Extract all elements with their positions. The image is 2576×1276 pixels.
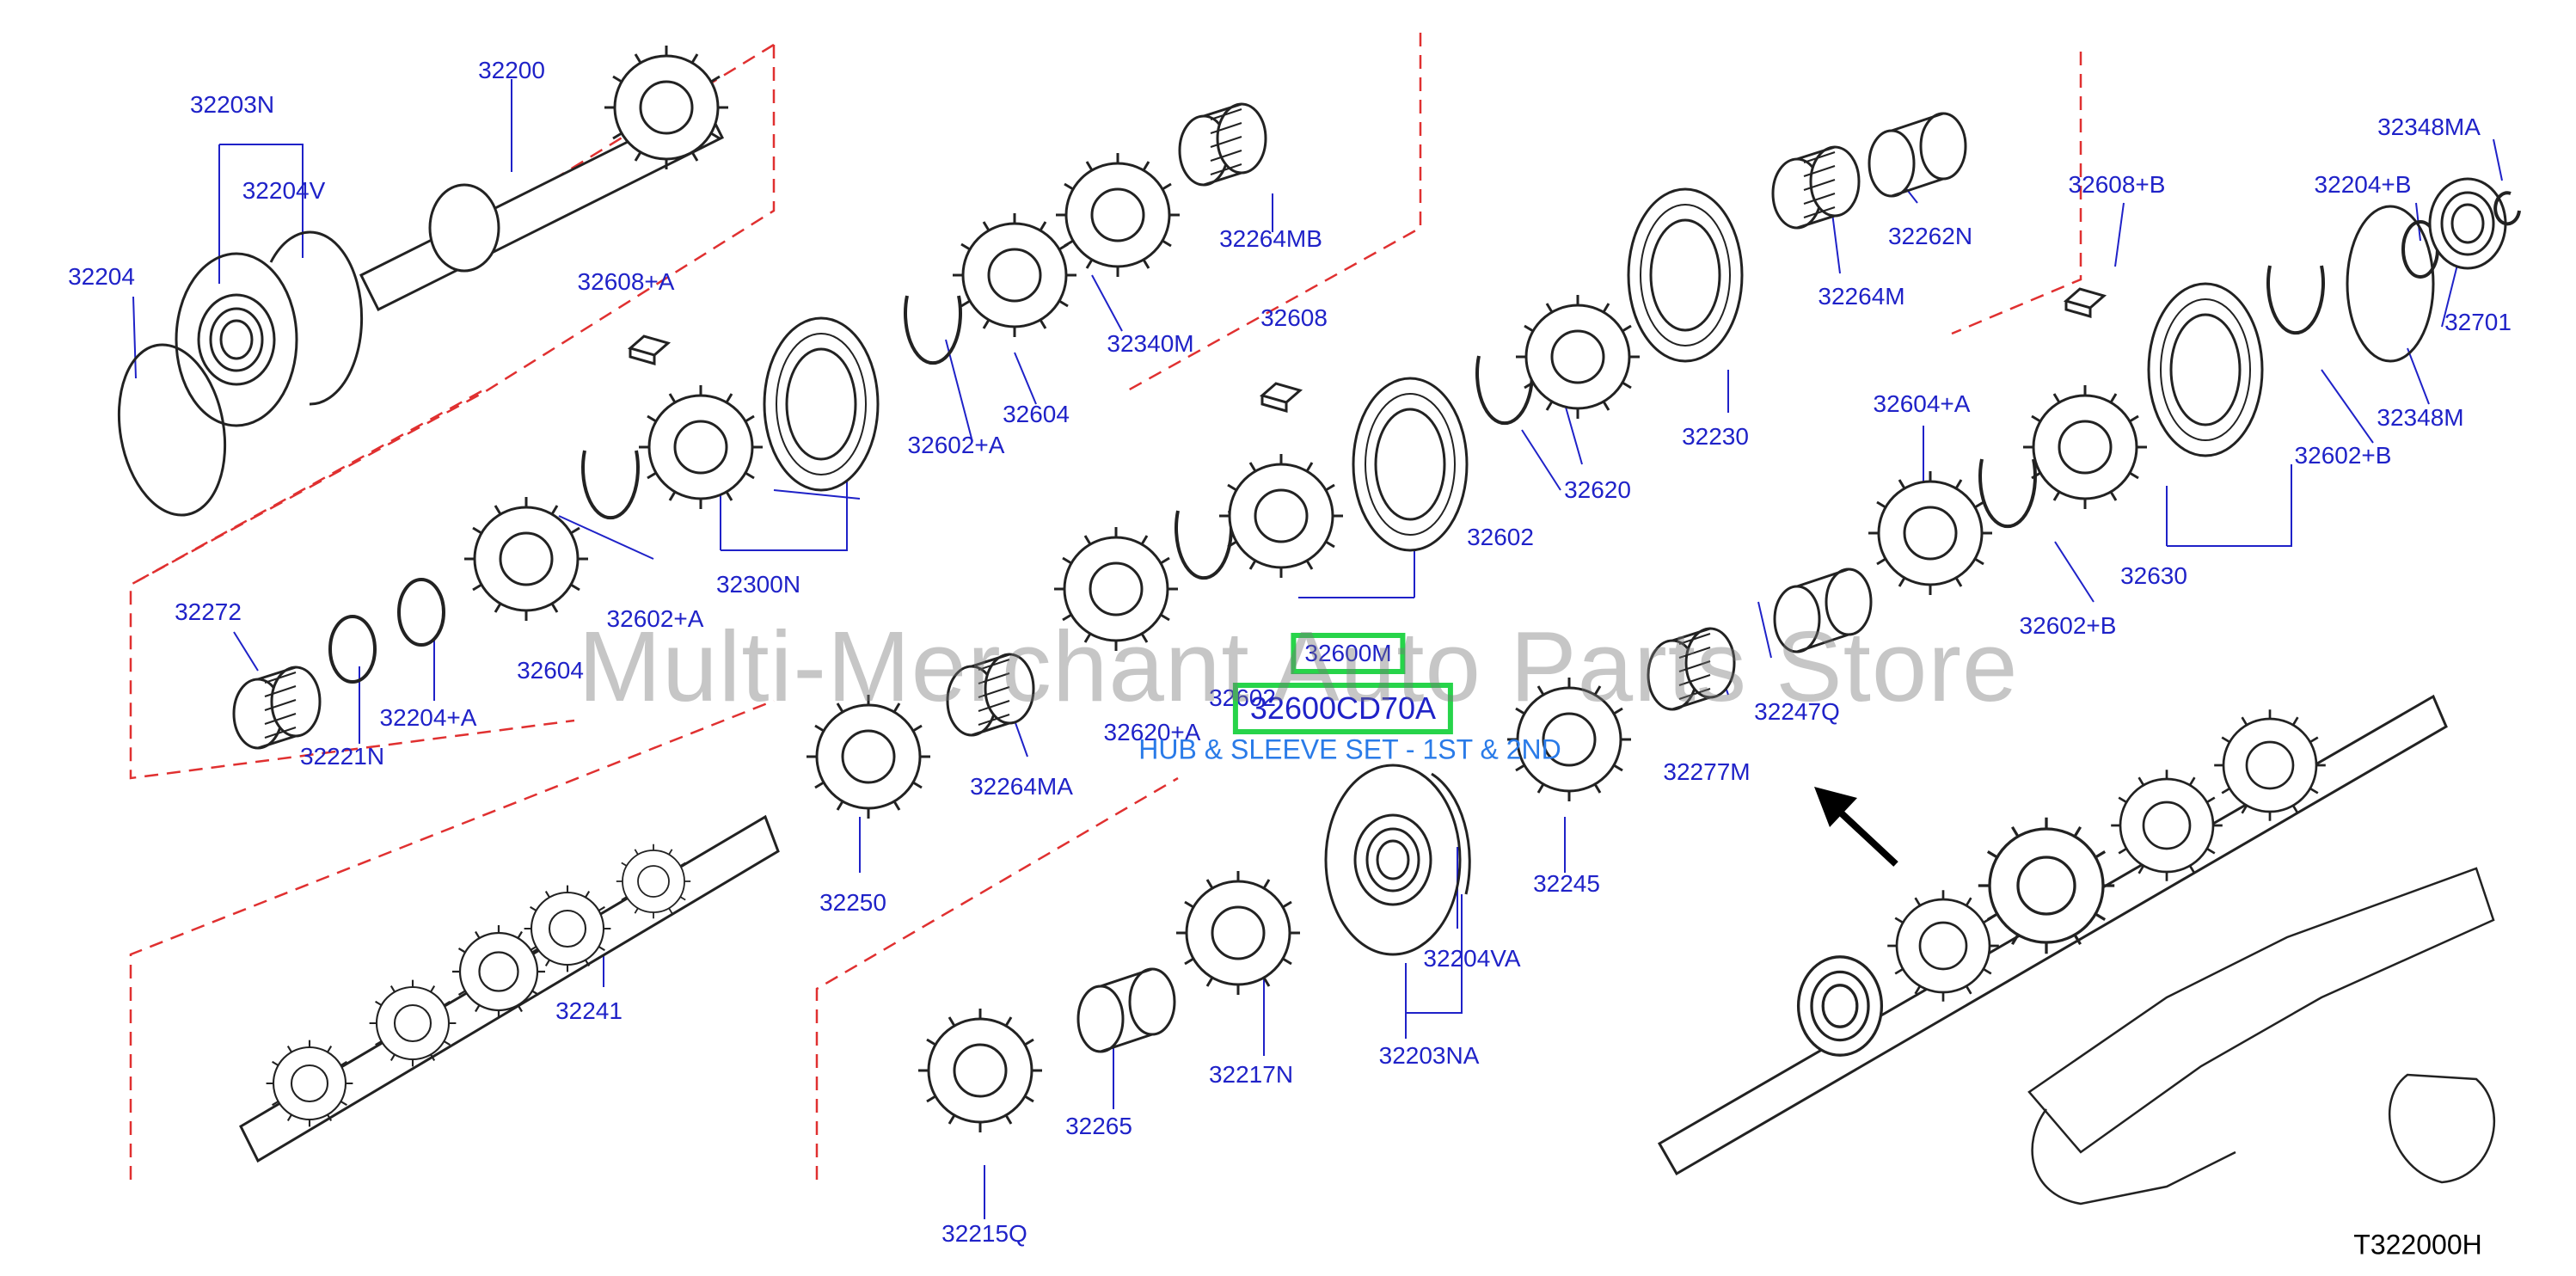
part-label[interactable]: 32204V xyxy=(242,177,326,204)
part-label[interactable]: 32241 xyxy=(555,997,623,1024)
part-label[interactable]: 32620 xyxy=(1564,476,1631,503)
part-label[interactable]: 32221N xyxy=(299,743,385,770)
part-artwork xyxy=(117,44,2521,1205)
watermark: Multi-Merchant Auto Parts Store xyxy=(578,610,2019,722)
drawing-code: T322000H xyxy=(2353,1229,2482,1261)
part-label[interactable]: 32604 xyxy=(1003,401,1070,427)
part-label[interactable]: 32277M xyxy=(1663,758,1751,785)
part-label[interactable]: 32272 xyxy=(175,598,242,625)
part-label[interactable]: 32602+A xyxy=(907,432,1005,458)
part-label[interactable]: 32348MA xyxy=(2377,113,2481,140)
part-label[interactable]: 32602+B xyxy=(2294,442,2392,469)
part-label[interactable]: 32203N xyxy=(189,91,275,118)
part-label[interactable]: 32200 xyxy=(478,57,545,83)
part-label[interactable]: 32250 xyxy=(819,889,886,916)
part-label[interactable]: 32204 xyxy=(68,263,135,290)
part-label[interactable]: 32604+A xyxy=(1873,390,1971,417)
part-label[interactable]: 32701 xyxy=(2444,309,2512,335)
part-label[interactable]: 32265 xyxy=(1065,1113,1132,1139)
part-label[interactable]: 32264M xyxy=(1818,283,1905,310)
part-label[interactable]: 32204VA xyxy=(1423,945,1521,972)
highlighted-part-label[interactable]: 32600M xyxy=(1291,633,1406,674)
part-label[interactable]: 32230 xyxy=(1682,423,1749,450)
part-label[interactable]: 32300N xyxy=(715,571,801,598)
part-label[interactable]: 32608+B xyxy=(2068,171,2166,198)
dashed-boundaries xyxy=(129,33,2082,1180)
part-label[interactable]: 32262N xyxy=(1887,223,1973,249)
part-label[interactable]: 32203NA xyxy=(1378,1042,1480,1069)
part-label[interactable]: 32602+A xyxy=(606,605,704,632)
part-label[interactable]: 32608 xyxy=(1260,304,1328,331)
part-label[interactable]: 32602 xyxy=(1467,524,1534,550)
part-label[interactable]: 32245 xyxy=(1533,870,1600,897)
part-label[interactable]: 32608+A xyxy=(577,268,675,295)
part-label[interactable]: 32630 xyxy=(2120,562,2187,589)
part-label[interactable]: 32348M xyxy=(2377,404,2464,431)
part-label[interactable]: 32264MA xyxy=(970,773,1073,800)
part-label[interactable]: 32215Q xyxy=(941,1220,1027,1247)
part-label[interactable]: 32602+B xyxy=(2019,612,2117,639)
part-label[interactable]: 32264MB xyxy=(1219,225,1322,252)
part-label[interactable]: 32620+A xyxy=(1103,719,1201,745)
highlighted-set-number[interactable]: 32600CD70A xyxy=(1232,683,1454,734)
part-label[interactable]: 32604 xyxy=(517,657,584,684)
part-label[interactable]: 32340M xyxy=(1107,330,1194,357)
part-label[interactable]: 32217N xyxy=(1208,1061,1294,1088)
part-label[interactable]: 32602 xyxy=(1209,684,1276,711)
part-label[interactable]: 32204+B xyxy=(2314,171,2412,198)
highlighted-set-caption: HUB & SLEEVE SET - 1ST & 2ND xyxy=(1138,733,1561,765)
part-label[interactable]: 32204+A xyxy=(379,704,477,731)
part-label[interactable]: 32247Q xyxy=(1754,698,1840,725)
